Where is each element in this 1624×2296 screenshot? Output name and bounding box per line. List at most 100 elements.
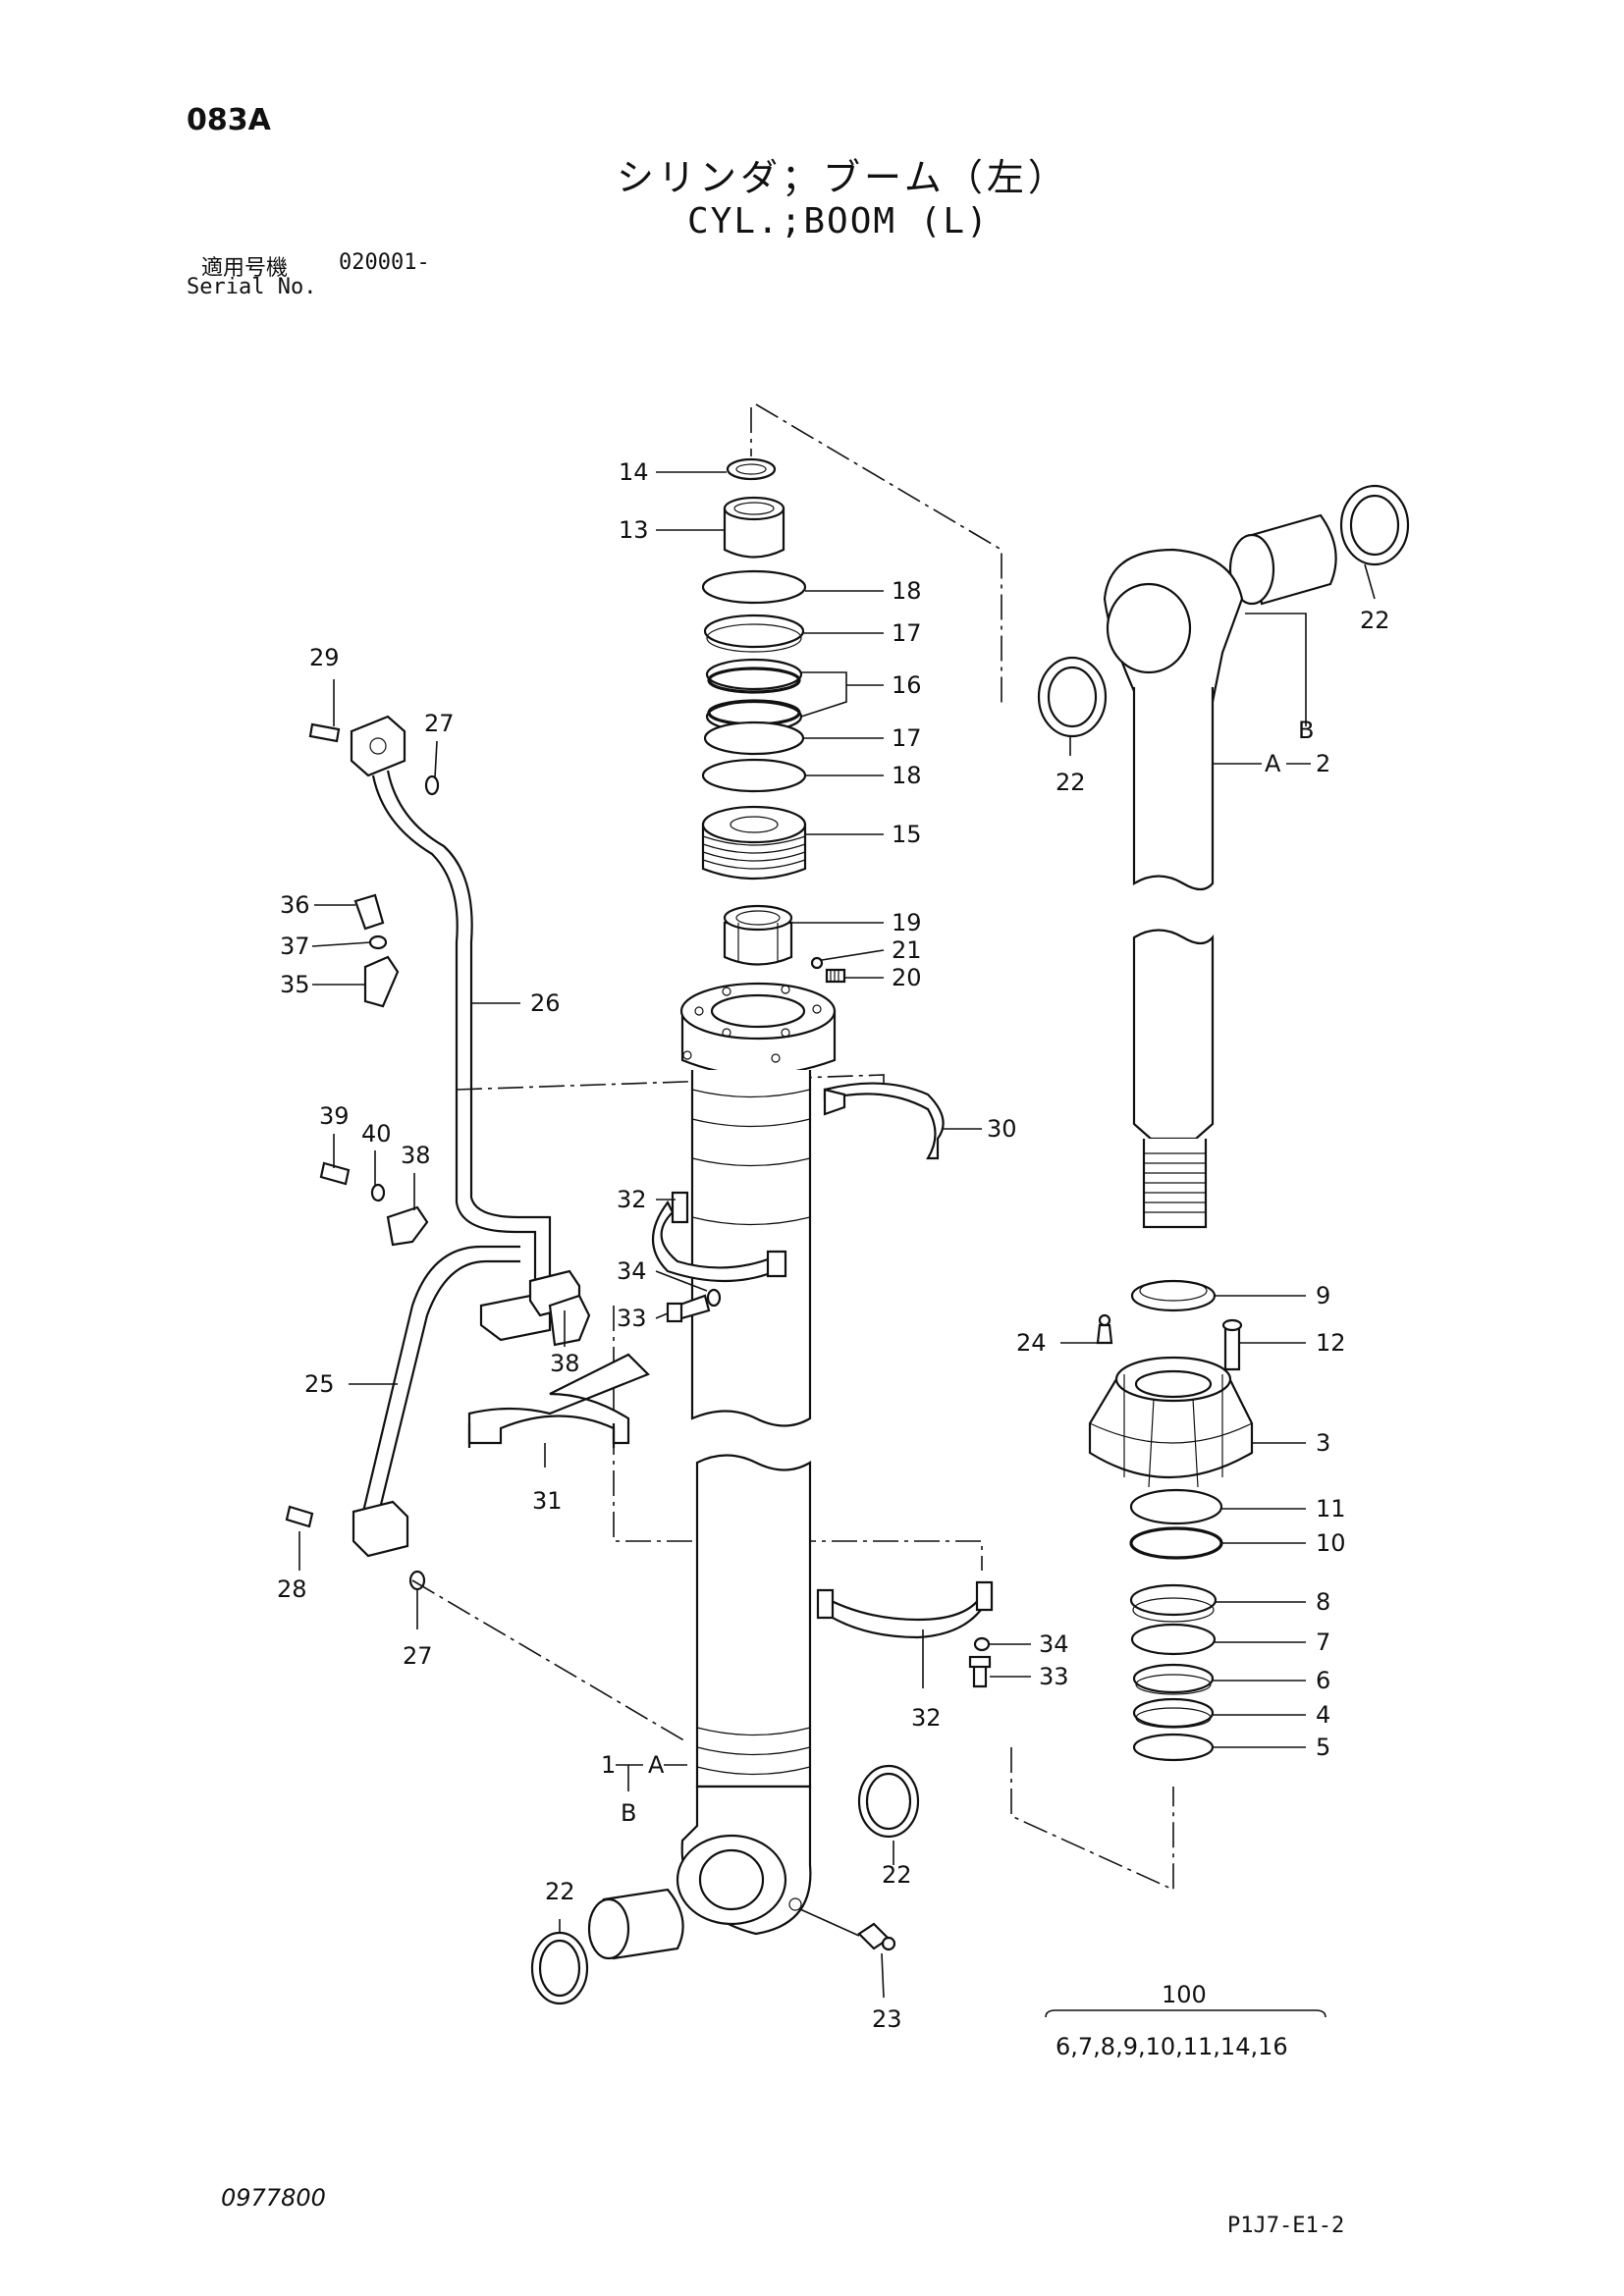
- part-27-o-ring-lower: [408, 1570, 426, 1591]
- callout-27-lower: 27: [403, 1642, 433, 1670]
- callout-10: 10: [1316, 1529, 1346, 1557]
- part-38-clip-lower: [548, 1294, 591, 1347]
- callout-18: 18: [892, 577, 922, 605]
- callout-15: 15: [892, 821, 922, 848]
- callout-16: 16: [892, 671, 922, 699]
- callout-3: 3: [1316, 1429, 1330, 1457]
- ref-b-cylinder: B: [621, 1799, 636, 1827]
- title-english: CYL.;BOOM (L): [687, 201, 990, 241]
- ref-b-rod: B: [1298, 717, 1314, 744]
- callout-17: 17: [892, 619, 922, 647]
- part-27-o-ring-top: [424, 774, 440, 796]
- callout-23: 23: [872, 2005, 902, 2033]
- callout-7: 7: [1316, 1629, 1330, 1656]
- part-28-bolt: [285, 1505, 314, 1528]
- page-code: 083A: [187, 103, 271, 137]
- page-reference: P1J7-E1-2: [1227, 2214, 1345, 2238]
- part-5-snap-ring: [1132, 1733, 1215, 1762]
- part-38-clip-upper: [386, 1205, 429, 1247]
- callout-36: 36: [280, 891, 310, 919]
- callout-11: 11: [1316, 1495, 1346, 1522]
- title-japanese: シリンダ；ブーム（左）: [617, 156, 1069, 199]
- part-40-washer: [370, 1183, 386, 1202]
- part-39-bolt: [319, 1161, 351, 1186]
- pipe-block-lower: [352, 1500, 409, 1558]
- part-26-pipe: [371, 774, 537, 1286]
- callout-30: 30: [987, 1115, 1017, 1143]
- callout-4: 4: [1316, 1701, 1330, 1729]
- part-10-o-ring: [1129, 1526, 1223, 1560]
- callout-34-upper: 34: [617, 1257, 647, 1285]
- callout-25: 25: [304, 1370, 335, 1398]
- part-24-grease-fitting: [1096, 1323, 1113, 1345]
- callout-8: 8: [1316, 1588, 1330, 1616]
- piston-rod-lower: [1132, 929, 1215, 1141]
- part-37-washer: [368, 934, 388, 950]
- pipe-flange-top: [350, 715, 406, 777]
- callout-32-upper: 32: [617, 1186, 647, 1213]
- callout-26: 26: [530, 989, 561, 1017]
- callout-39: 39: [319, 1102, 350, 1130]
- part-32-clamp-lower: [818, 1593, 992, 1639]
- callout-31: 31: [532, 1487, 563, 1515]
- part-6-seal: [1132, 1663, 1215, 1694]
- callout-22-eye-left: 22: [545, 1878, 575, 1905]
- callout-labels: 14 13 18 17 16 17 18 15 19 21 20 29 27 3…: [277, 458, 1390, 2060]
- part-36-bolt: [353, 893, 385, 931]
- part-16-seal-upper: [705, 658, 803, 691]
- callout-33-lower: 33: [1039, 1663, 1069, 1690]
- serial-label-jp: 適用号機: [201, 256, 289, 281]
- callout-22-rod-right: 22: [1360, 607, 1390, 634]
- rod-assembly: [1037, 484, 1410, 1762]
- serial-value: 020001-: [339, 250, 430, 275]
- callout-20: 20: [892, 964, 922, 991]
- part-34-washer-upper: [706, 1288, 722, 1308]
- part-31-bracket: [467, 1353, 650, 1445]
- part-18-ring-upper: [701, 569, 807, 605]
- drawing-number: 0977800: [221, 2184, 326, 2212]
- ref-a-cylinder: A: [648, 1751, 665, 1779]
- kit-contents: 6,7,8,9,10,11,14,16: [1056, 2033, 1288, 2060]
- part-12-bolt: [1223, 1323, 1241, 1371]
- part-20-set-screw: [825, 968, 846, 984]
- part-21-ball: [810, 956, 824, 970]
- kit-number: 100: [1162, 1981, 1207, 2008]
- callout-29: 29: [309, 644, 340, 671]
- part-29-bolt: [308, 722, 341, 743]
- alignment-line-top: [750, 403, 1002, 707]
- callout-32-lower: 32: [911, 1704, 942, 1732]
- alignment-line-mid: [456, 1074, 885, 1099]
- part-18-ring-lower: [701, 758, 807, 793]
- part-8-seal: [1129, 1583, 1218, 1617]
- callout-17-lower: 17: [892, 724, 922, 752]
- callout-6: 6: [1316, 1667, 1330, 1694]
- leader-lines: [298, 471, 1376, 2018]
- callout-18-lower: 18: [892, 762, 922, 789]
- part-17-ring-lower: [703, 721, 805, 756]
- part-35-clip: [363, 955, 400, 1008]
- callout-28: 28: [277, 1575, 307, 1603]
- alignment-line-pipe: [411, 1579, 688, 1743]
- part-7-ring: [1130, 1623, 1217, 1656]
- callout-5: 5: [1316, 1734, 1330, 1761]
- callout-33-upper: 33: [617, 1305, 647, 1332]
- cylinder-tube-upper: [690, 1070, 812, 1427]
- ref-a-rod: A: [1265, 750, 1281, 777]
- callout-24: 24: [1016, 1329, 1047, 1357]
- part-19-nut: [723, 921, 793, 966]
- part-34-washer-lower: [973, 1636, 991, 1652]
- callout-37: 37: [280, 933, 310, 960]
- part-13-bushing: [723, 507, 785, 559]
- piston-rod-upper: [1132, 687, 1215, 891]
- callout-35: 35: [280, 971, 310, 998]
- callout-38-upper: 38: [401, 1142, 431, 1169]
- part-25-pipe: [361, 1245, 520, 1513]
- part-30-clamp: [823, 1082, 945, 1160]
- callout-1: 1: [601, 1751, 616, 1779]
- callout-9: 9: [1316, 1282, 1330, 1309]
- pipe-assembly: [285, 715, 591, 1591]
- callout-38-lower: 38: [550, 1350, 580, 1377]
- part-17-ring-upper: [703, 614, 805, 649]
- callout-13: 13: [619, 516, 649, 544]
